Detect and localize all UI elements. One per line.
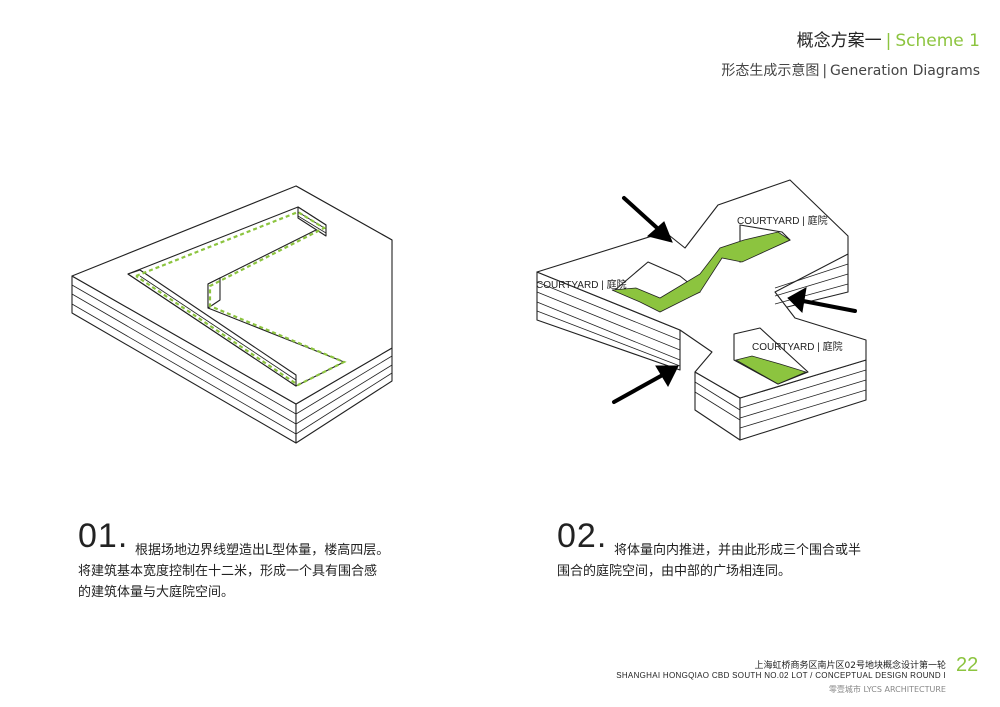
footer-firm: 零壹城市 LYCS ARCHITECTURE [828,685,946,694]
step-line: 的建筑体量与大庭院空间。 [78,585,235,600]
step-number: 02. [557,517,608,555]
title-en: Scheme 1 [895,31,980,51]
subtitle-separator: | [822,63,828,79]
page-number: 22 [956,654,979,676]
step-number: 01. [78,517,129,555]
arrow-upper-left [622,196,673,243]
arrow-lower-left [612,365,679,404]
page-subtitle: 形态生成示意图|Generation Diagrams [721,60,980,80]
courtyard-label-top: COURTYARD | 庭院 [737,214,828,227]
footer-project-cn: 上海虹桥商务区南片区02号地块概念设计第一轮 [754,661,946,671]
step-line: 根据场地边界线塑造出L型体量，楼高四层。 [135,543,390,558]
step-01: 01. 根据场地边界线塑造出L型体量，楼高四层。 将建筑基本宽度控制在十二米，形… [78,519,458,610]
page-title: 概念方案一|Scheme 1 [797,26,980,51]
diagram-x-shape: COURTYARD | 庭院 COURTYARD | 庭院 COURTYARD … [536,179,867,441]
courtyard-green-main [611,231,791,313]
courtyard-label-left: COURTYARD | 庭院 [536,278,627,291]
title-separator: | [885,31,892,51]
step-line: 将建筑基本宽度控制在十二米，形成一个具有围合感 [78,564,378,579]
courtyard-label-bottom: COURTYARD | 庭院 [752,340,843,353]
step-02: 02. 将体量向内推进，并由此形成三个围合或半 围合的庭院空间，由中部的广场相连… [557,519,937,590]
step-line: 围合的庭院空间，由中部的广场相连同。 [557,564,792,579]
courtyard-green-bottom [734,355,808,385]
footer-project-en: SHANGHAI HONGQIAO CBD SOUTH NO.02 LOT / … [616,671,946,680]
site-boundary-dashed [135,210,347,387]
subtitle-en: Generation Diagrams [830,63,980,79]
title-cn: 概念方案一 [796,31,882,51]
subtitle-cn: 形态生成示意图 [721,63,820,79]
arrow-right [787,287,857,314]
diagram-l-shape [71,185,393,444]
step-line: 将体量向内推进，并由此形成三个围合或半 [614,543,862,558]
